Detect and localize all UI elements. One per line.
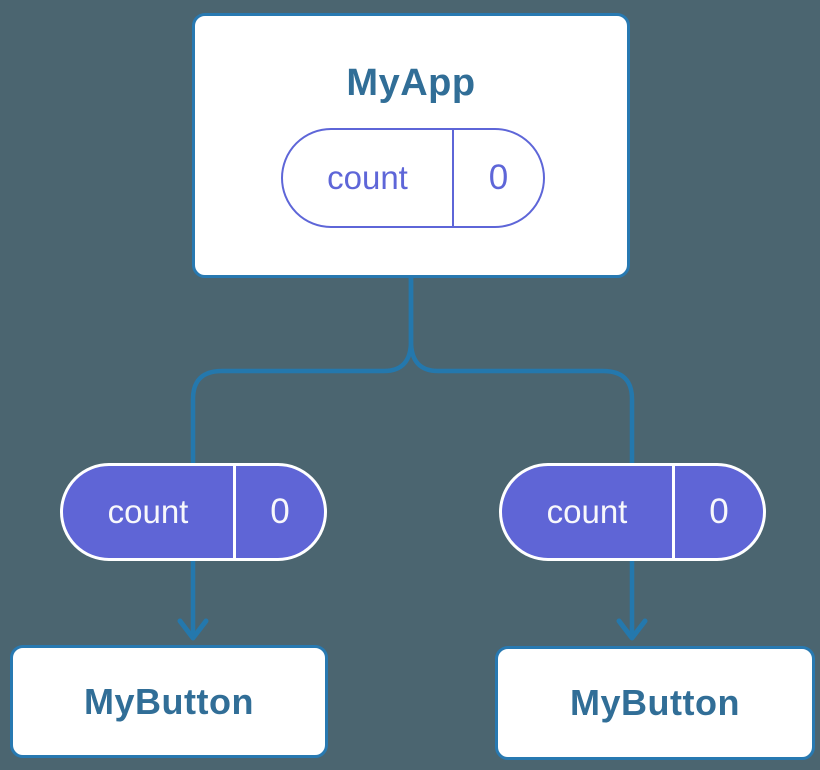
node-label: MyButton bbox=[570, 682, 740, 723]
state-name: count bbox=[63, 466, 236, 558]
state-pill-right: count 0 bbox=[499, 463, 766, 561]
state-pill-root: count 0 bbox=[281, 128, 545, 228]
state-pill-left: count 0 bbox=[60, 463, 327, 561]
fork-connector-left bbox=[190, 277, 414, 520]
node-label: MyButton bbox=[84, 680, 254, 722]
state-value: 0 bbox=[709, 492, 729, 531]
state-name: count bbox=[283, 130, 454, 226]
state-value: 0 bbox=[270, 492, 290, 531]
component-node-myapp: MyApp count 0 bbox=[192, 13, 630, 278]
state-name: count bbox=[502, 466, 675, 558]
arrow-head-left-icon bbox=[177, 618, 209, 641]
node-label: MyApp bbox=[346, 62, 476, 104]
state-value: 0 bbox=[488, 158, 509, 197]
arrow-head-right-icon bbox=[616, 618, 648, 641]
component-node-mybutton-left: MyButton bbox=[10, 645, 328, 758]
fork-connector-right bbox=[408, 277, 635, 520]
component-node-mybutton-right: MyButton bbox=[495, 646, 815, 760]
